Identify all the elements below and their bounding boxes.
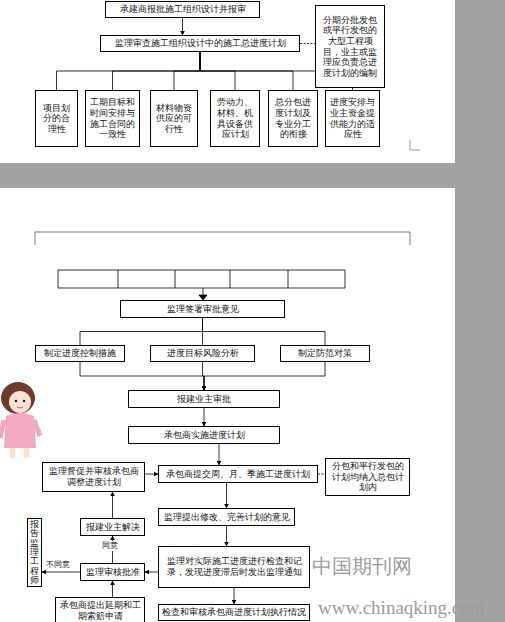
connector	[113, 52, 201, 90]
process-box: 进度目标风险分析	[150, 345, 255, 362]
connector	[80, 362, 204, 390]
box-text: 材料物资供应的可行性	[154, 103, 194, 135]
box-text: 报建业主解决	[86, 522, 140, 533]
watermark: 中国期刊网	[312, 553, 412, 580]
box-text: 承包商提出延期和工期索赔申请	[59, 600, 141, 621]
box-text: 进度目标风险分析	[167, 348, 239, 359]
process-box: 检查和审核承包商进度计划执行情况	[158, 604, 310, 621]
check-box: 材料物资供应的可行性	[150, 90, 198, 147]
decision-box: 监理审核批准	[80, 563, 145, 581]
check-box: 工期目标和时间安排与施工合同的一致性	[85, 90, 140, 147]
check-box: 项目划分的合理性	[35, 90, 78, 147]
edge-label: 不同意	[45, 560, 71, 570]
connector	[182, 18, 183, 35]
process-box: 报建业主审批	[128, 390, 280, 408]
connector	[145, 474, 158, 475]
page-sheet	[0, 0, 455, 163]
page-sheet	[0, 188, 455, 622]
connector	[204, 408, 205, 426]
process-box: 报建业主解决	[80, 518, 145, 536]
process-box: 监理签署审批意见	[120, 300, 285, 318]
corner-mark	[410, 140, 420, 150]
process-box: 承包商提交周、月、季施工进度计划	[158, 465, 318, 483]
box-text: 监理对实际施工进度进行检查和记录，发现进度滞后时发出监理通知	[162, 556, 306, 577]
process-box: 制定进度控制措施	[35, 345, 125, 362]
check-box: 进度安排与业主资金提供能力的适应性	[325, 90, 380, 147]
box-text: 报建业主审批	[177, 394, 231, 405]
box-text: 分期分批发包或平行发包的大型工程项目，业主或监理应负责总进度计划的编制	[319, 15, 381, 79]
process-box: 监理审查施工组织设计中的施工总进度计划	[100, 35, 300, 52]
box-text: 承包商提交周、月、季施工进度计划	[166, 469, 310, 480]
box-text: 监理提出修改、完善计划的意见	[164, 512, 290, 523]
box-text: 工期目标和时间安排与施工合同的一致性	[89, 97, 136, 140]
box-text: 检查和审核承包商进度计划执行情况	[162, 607, 306, 618]
process-box: 监理提出修改、完善计划的意见	[158, 508, 295, 526]
connector	[80, 318, 203, 345]
connector	[226, 526, 227, 546]
box-text: 监理督促并审核承包商调整进度计划	[46, 466, 141, 487]
process-box: 承包商提出延期和工期索赔申请	[55, 597, 145, 622]
connector	[226, 483, 227, 508]
box-text: 承包商实施进度计划	[164, 430, 245, 441]
box-text: 劳动力、材料、机具设备供应计划	[214, 97, 256, 140]
box-text: 监理审查施工组织设计中的施工总进度计划	[115, 38, 286, 49]
box-text: 分包和平行发包的计划均纳入总包计划内	[329, 461, 406, 493]
box-text: 项目划分的合理性	[39, 103, 74, 135]
connector	[174, 52, 200, 90]
box-text: 进度安排与业主资金提供能力的适应性	[329, 97, 376, 140]
check-box: 劳动力、材料、机具设备供应计划	[210, 90, 260, 147]
connector	[42, 572, 80, 573]
box-text: 报告监理工程师	[30, 520, 39, 585]
connector	[318, 474, 325, 475]
connector	[57, 52, 201, 90]
note-box: 分期分批发包或平行发包的大型工程项目，业主或监理应负责总进度计划的编制	[315, 5, 385, 88]
check-box: 总分包进度计划及专业分工的衔接	[268, 90, 318, 147]
process-box: 承包商实施进度计划	[128, 426, 280, 444]
merge-lines	[58, 270, 345, 300]
bracket-line	[35, 232, 410, 245]
connector	[112, 492, 113, 518]
box-text: 监理签署审批意见	[167, 304, 239, 315]
process-box: 制定防范对策	[280, 345, 370, 362]
process-box: 承建商报批施工组织设计并报审	[105, 1, 260, 18]
connector	[219, 444, 220, 465]
process-box: 监理对实际施工进度进行检查和记录，发现进度滞后时发出监理通知	[158, 546, 310, 588]
connector	[203, 318, 326, 345]
connector	[204, 362, 325, 390]
edge-label: 同意	[101, 541, 119, 551]
vertical-box: 报告监理工程师	[27, 518, 42, 587]
box-text: 制定进度控制措施	[44, 348, 116, 359]
connector	[145, 572, 158, 573]
note-box: 分包和平行发包的计划均纳入总包计划内	[325, 458, 410, 496]
box-text: 总分包进度计划及专业分工的衔接	[272, 97, 314, 140]
process-box: 监理督促并审核承包商调整进度计划	[42, 462, 145, 492]
connector	[300, 43, 315, 44]
box-text: 制定防范对策	[298, 348, 352, 359]
box-text: 监理审核批准	[86, 567, 140, 578]
box-text: 承建商报批施工组织设计并报审	[120, 4, 246, 15]
connector	[234, 588, 235, 604]
connector	[112, 581, 113, 597]
cartoon-girl	[0, 382, 40, 458]
watermark: www.chinaqking.com	[318, 597, 485, 619]
